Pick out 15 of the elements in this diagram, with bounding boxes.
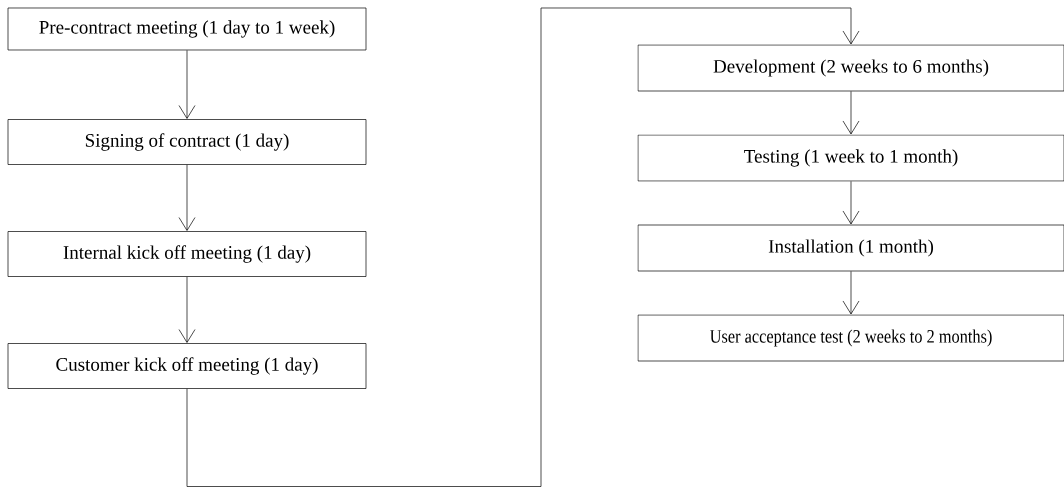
arrow — [178, 276, 196, 343]
arrow — [842, 91, 860, 135]
process-box: Signing of contract (1 day) — [7, 119, 367, 165]
arrow — [842, 271, 860, 315]
process-box: Installation (1 month) — [637, 224, 1064, 272]
process-box: Testing (1 week to 1 month) — [637, 134, 1064, 182]
process-box: User acceptance test (2 weeks to 2 months) — [637, 314, 1064, 362]
process-box: Development (2 weeks to 6 months) — [637, 44, 1064, 92]
arrow — [178, 164, 196, 231]
arrow — [178, 50, 196, 119]
process-box: Internal kick off meeting (1 day) — [7, 231, 367, 277]
arrow — [842, 181, 860, 225]
process-box: Pre-contract meeting (1 day to 1 week) — [7, 7, 367, 51]
arrow — [186, 7, 860, 487]
process-box: Customer kick off meeting (1 day) — [7, 343, 367, 389]
